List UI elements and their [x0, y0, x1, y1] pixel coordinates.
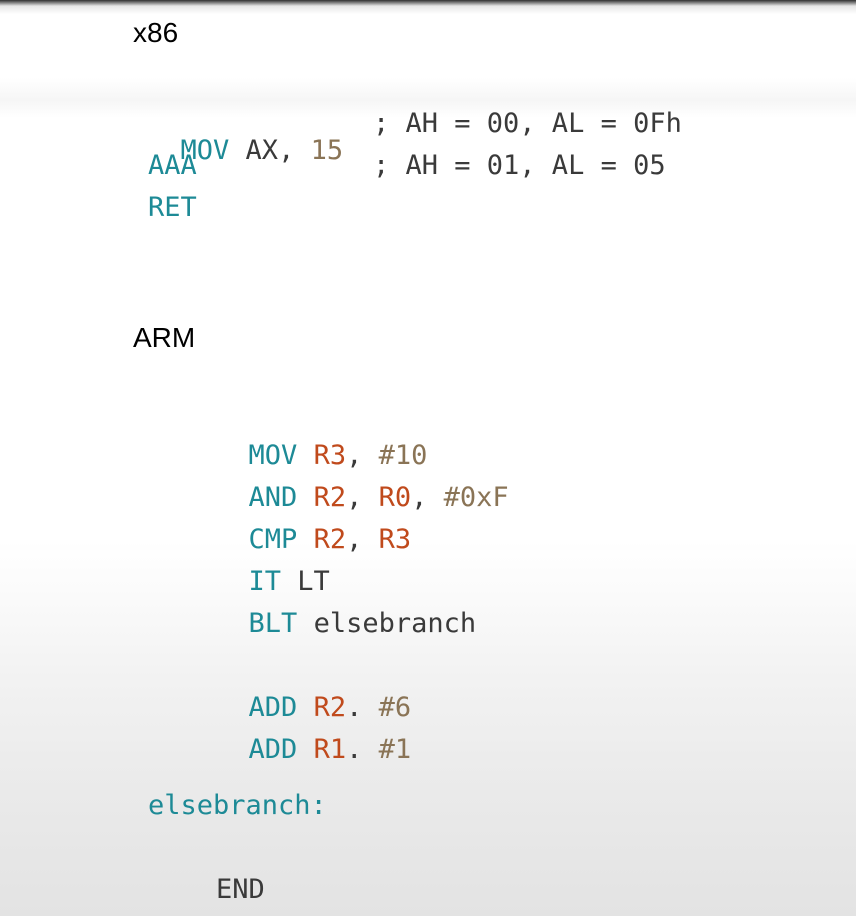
x86-heading: x86 [133, 17, 179, 48]
opcode: ADD [248, 734, 298, 765]
separator: , [346, 440, 379, 471]
opcode: ADD [248, 692, 298, 723]
arm-line-add-r2: ADD R2. #6 [216, 667, 412, 723]
immediate-value: #6 [378, 692, 412, 723]
separator: . [346, 692, 379, 723]
register: R2 [313, 692, 347, 723]
immediate-value: #10 [378, 440, 428, 471]
arm-line-mov: MOV R3, #10 [216, 415, 428, 471]
opcode: IT [248, 566, 282, 597]
arm-line-end: END [216, 874, 265, 905]
separator: , [411, 482, 444, 513]
arm-line-add-r1: ADD R1. #1 [216, 709, 412, 765]
register: R0 [378, 482, 412, 513]
immediate-value: #1 [378, 734, 412, 765]
register: R2 [313, 482, 347, 513]
arm-heading: ARM [133, 322, 196, 353]
opcode: MOV [248, 440, 298, 471]
condition: LT [297, 566, 330, 597]
register: R2 [313, 524, 347, 555]
opcode: BLT [248, 608, 298, 639]
x86-line-ret: RET [148, 192, 197, 223]
branch-target: elsebranch [313, 608, 477, 639]
arm-line-cmp: CMP R2, R3 [216, 499, 412, 555]
opcode: MOV [180, 135, 230, 166]
separator: , [346, 524, 379, 555]
x86-line-aaa: AAA [148, 150, 197, 181]
separator: , [346, 482, 379, 513]
opcode: CMP [248, 524, 298, 555]
x86-comment-aaa: ; AH = 01, AL = 05 [373, 150, 666, 181]
opcode: AND [248, 482, 298, 513]
operand-text: AX, [229, 135, 311, 166]
x86-comment-mov: ; AH = 00, AL = 0Fh [373, 108, 682, 139]
arm-line-and: AND R2, R0, #0xF [216, 457, 509, 511]
separator: . [346, 734, 379, 765]
register: R1 [313, 734, 347, 765]
x86-line-mov: MOV AX, 15 [148, 110, 344, 166]
register: R3 [378, 524, 412, 555]
arm-label-elsebranch: elsebranch: [148, 790, 327, 821]
register: R3 [313, 440, 347, 471]
immediate-value: 15 [310, 135, 344, 166]
arm-line-blt: BLT elsebranch [216, 583, 477, 639]
immediate-value: #0xF [443, 482, 509, 513]
arm-line-it: IT LT [216, 541, 330, 595]
